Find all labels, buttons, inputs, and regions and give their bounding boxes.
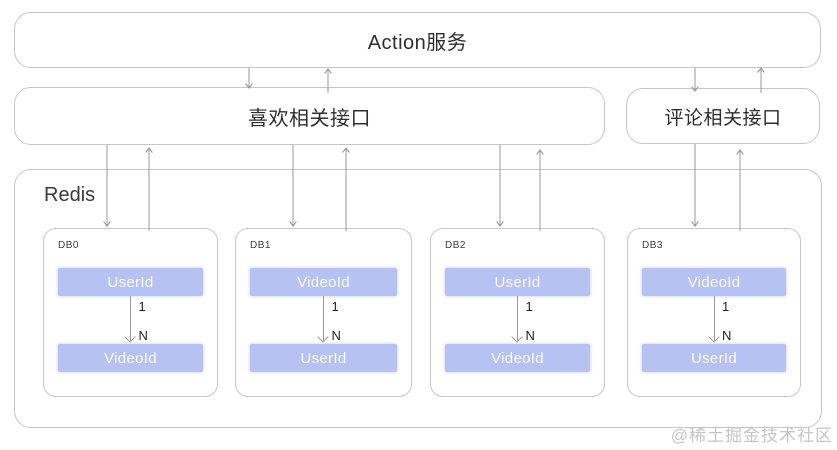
db-name-label: DB1 xyxy=(250,240,271,251)
cardinality-many-label: N xyxy=(722,328,732,343)
db1-bottom-key: UserId xyxy=(250,344,397,372)
db2-bottom-key: VideoId xyxy=(445,344,590,372)
db3-top-key: VideoId xyxy=(642,268,786,296)
watermark: @稀土掘金技术社区 xyxy=(670,426,833,445)
arrow-down-icon xyxy=(317,331,329,343)
db1-top-key: VideoId xyxy=(250,268,397,296)
cardinality-one-label: 1 xyxy=(331,299,339,314)
arrow-down-icon xyxy=(707,331,720,343)
cardinality-many-label: N xyxy=(138,328,148,343)
db-card-db1: DB1 VideoId 1 N UserId xyxy=(235,228,412,397)
db-name-label: DB2 xyxy=(445,240,466,251)
relation-arrow-line xyxy=(517,296,518,341)
redis-label: Redis xyxy=(44,184,96,206)
like-interface-label: 喜欢相关接口 xyxy=(248,107,371,130)
db-card-db3: DB3 VideoId 1 N UserId xyxy=(627,228,801,397)
arrow-down-icon xyxy=(511,331,523,343)
cardinality-many-label: N xyxy=(525,328,535,343)
db-card-db2: DB2 UserId 1 N VideoId xyxy=(430,228,605,397)
cardinality-one-label: 1 xyxy=(138,299,146,314)
db3-bottom-key: UserId xyxy=(642,344,786,372)
action-service-label: Action服务 xyxy=(367,31,468,54)
relation-arrow-line xyxy=(130,296,131,341)
db0-bottom-key: VideoId xyxy=(58,344,203,372)
arrow-down-icon xyxy=(124,331,136,343)
action-service-box: Action服务 xyxy=(14,12,821,68)
relation-arrow-line xyxy=(713,296,715,341)
cardinality-many-label: N xyxy=(331,328,341,343)
cardinality-one-label: 1 xyxy=(722,299,730,314)
db-name-label: DB3 xyxy=(642,240,663,251)
comment-interface-box: 评论相关接口 xyxy=(626,88,820,144)
db-name-label: DB0 xyxy=(58,240,79,251)
db2-top-key: UserId xyxy=(445,268,590,296)
db-card-db0: DB0 UserId 1 N VideoId xyxy=(43,228,218,397)
cardinality-one-label: 1 xyxy=(525,299,533,314)
like-interface-box: 喜欢相关接口 xyxy=(14,87,605,145)
relation-arrow-line xyxy=(323,296,324,341)
db0-top-key: UserId xyxy=(58,268,203,296)
comment-interface-label: 评论相关接口 xyxy=(664,107,782,129)
